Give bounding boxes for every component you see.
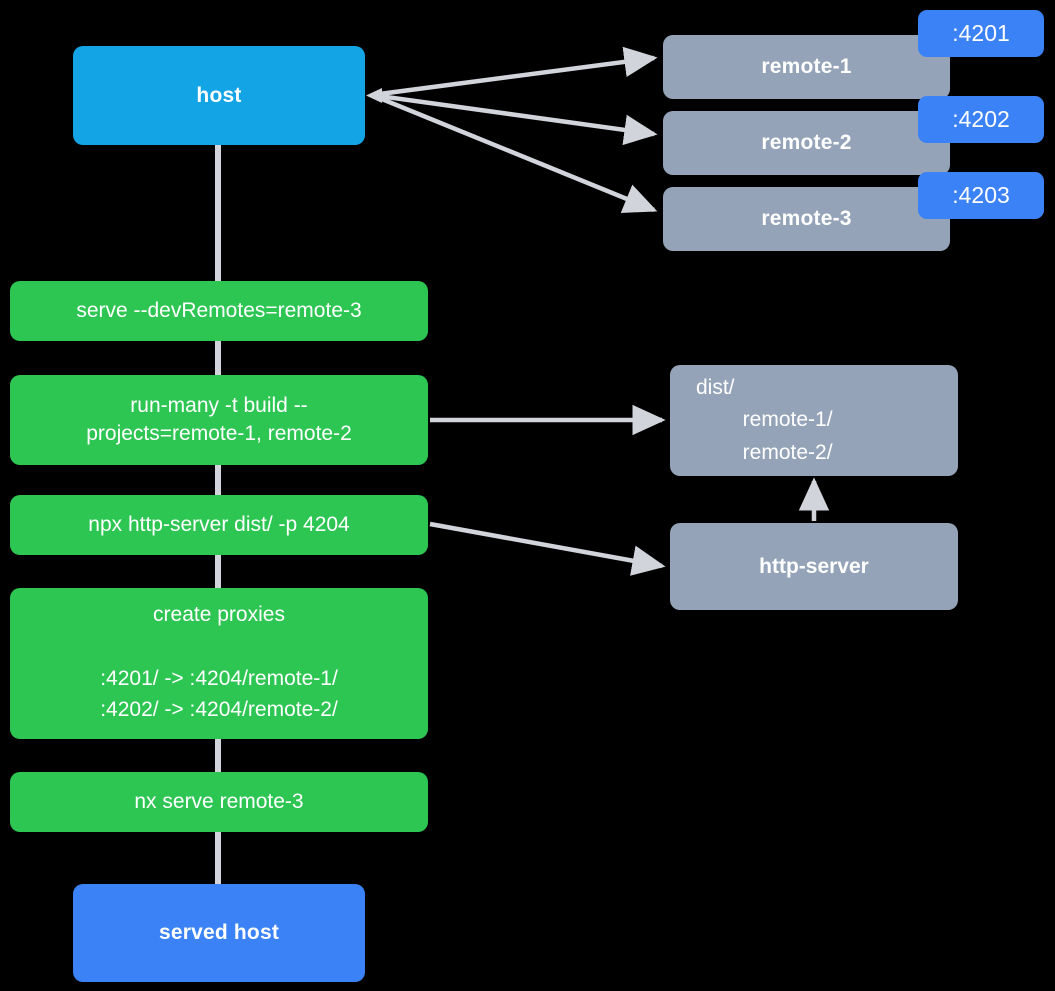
node-artifact-http-server[interactable]: http-server (670, 523, 958, 610)
badge-remote-1-port: :4201 (918, 10, 1044, 57)
badge-remote-3-port-label: :4203 (952, 182, 1010, 209)
node-command-nx-serve[interactable]: nx serve remote-3 (10, 772, 428, 832)
node-served-host-label: served host (158, 921, 280, 945)
edge-host-to-remote-1 (371, 46, 658, 98)
node-artifact-http-server-label: http-server (759, 554, 869, 578)
badge-remote-2-port-label: :4202 (952, 106, 1010, 133)
node-remote-1-label: remote-1 (761, 55, 852, 79)
node-remote-2-label: remote-2 (761, 131, 852, 155)
node-remote-3[interactable]: remote-3 (663, 187, 950, 251)
edge-npx-to-http-server (429, 521, 666, 576)
node-remote-2[interactable]: remote-2 (663, 111, 950, 175)
node-command-nx-serve-label: nx serve remote-3 (134, 790, 304, 814)
node-host-label: host (196, 83, 242, 107)
node-command-npx-http-server[interactable]: npx http-server dist/ -p 4204 (10, 495, 428, 555)
node-host[interactable]: host (73, 46, 365, 145)
node-command-run-many-label: run-many -t build -- projects=remote-1, … (86, 394, 352, 445)
node-command-create-proxies-title: create proxies (153, 603, 285, 627)
node-remote-3-label: remote-3 (761, 207, 852, 231)
node-artifact-dist[interactable]: dist/ remote-1/ remote-2/ (670, 365, 958, 476)
edge-host-to-remote-3 (371, 92, 658, 213)
node-command-npx-http-server-label: npx http-server dist/ -p 4204 (88, 513, 350, 537)
badge-remote-3-port: :4203 (918, 172, 1044, 219)
node-command-serve[interactable]: serve --devRemotes=remote-3 (10, 281, 428, 341)
badge-remote-2-port: :4202 (918, 96, 1044, 143)
node-command-run-many[interactable]: run-many -t build -- projects=remote-1, … (10, 375, 428, 465)
node-remote-1[interactable]: remote-1 (663, 35, 950, 99)
edge-host-to-remote-2 (371, 92, 658, 146)
badge-remote-1-port-label: :4201 (952, 20, 1010, 47)
node-served-host[interactable]: served host (73, 884, 365, 982)
node-command-create-proxies[interactable]: create proxies :4201/ -> :4204/remote-1/… (10, 588, 428, 739)
node-command-create-proxies-lines: :4201/ -> :4204/remote-1/ :4202/ -> :420… (100, 666, 338, 722)
node-command-serve-label: serve --devRemotes=remote-3 (76, 299, 362, 323)
node-artifact-dist-label: dist/ remote-1/ remote-2/ (696, 375, 833, 464)
edge-host-convergence-arrowhead (366, 88, 382, 103)
